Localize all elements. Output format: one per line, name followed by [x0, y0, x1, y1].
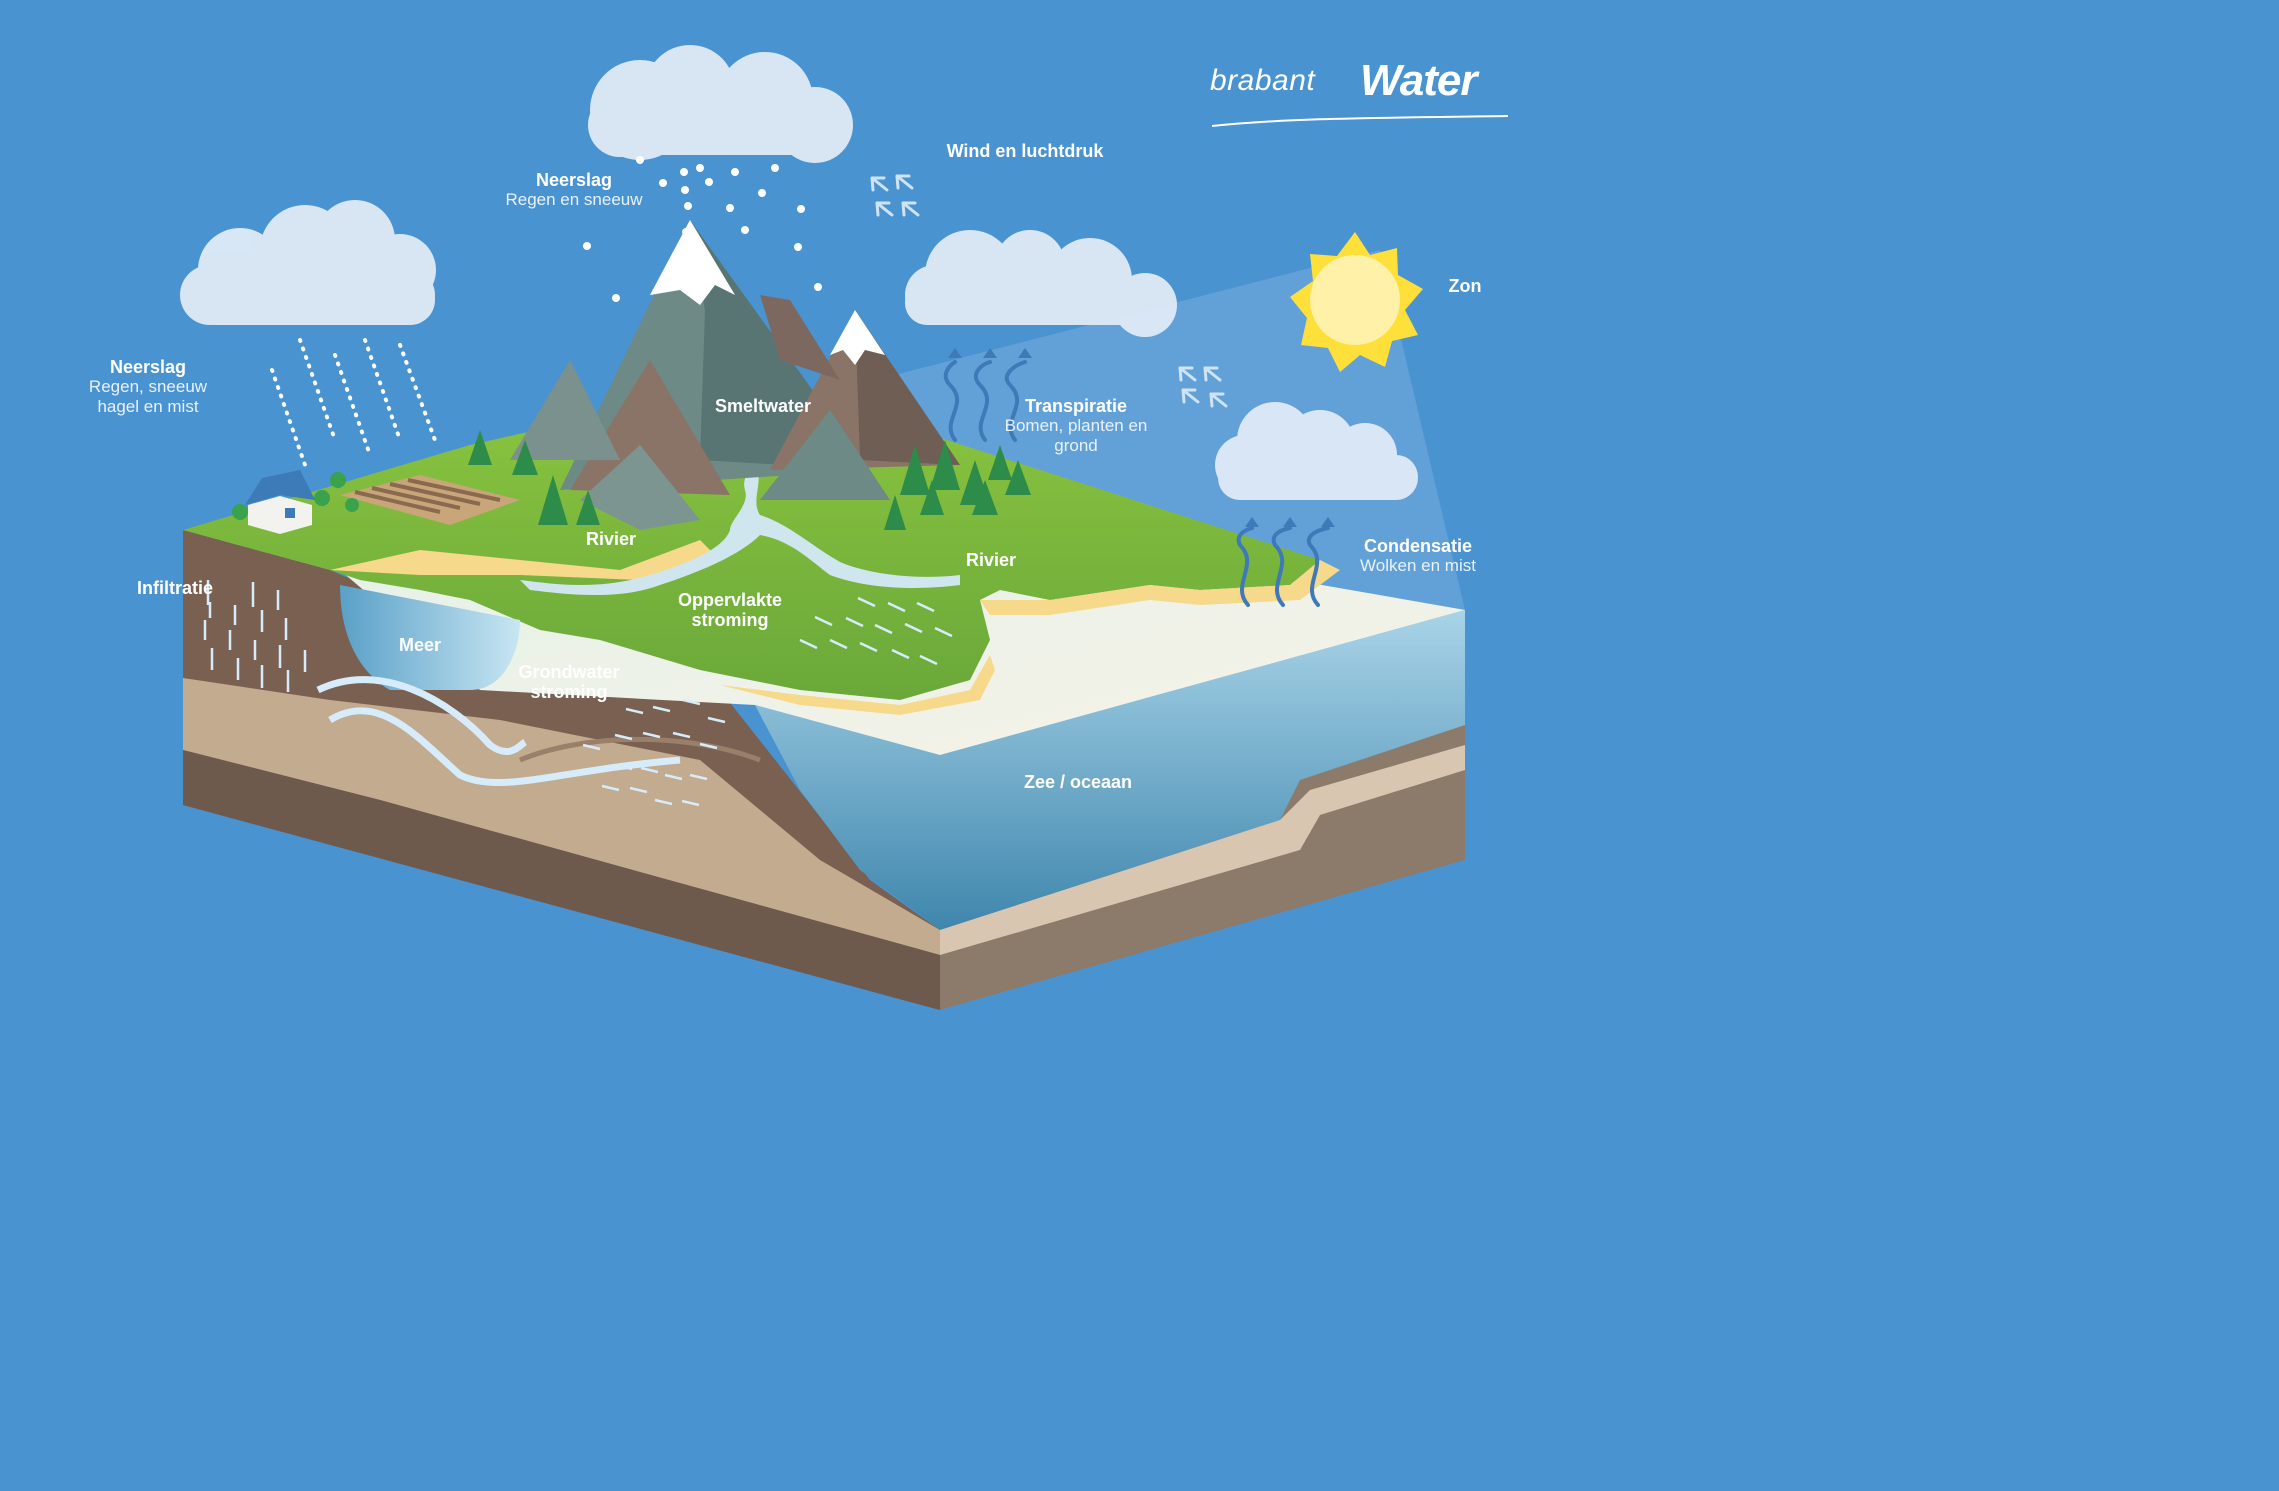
cloud-icon [180, 200, 436, 325]
logo-text-brabant: brabant [1210, 64, 1316, 97]
label-meer: Meer [398, 635, 442, 655]
river [520, 455, 960, 595]
rain-lines [270, 338, 437, 467]
sea-front-face [755, 610, 1465, 930]
label-wind: Wind en luchtdruk [946, 141, 1104, 161]
label-grondwater-stroming: Grondwater stroming [518, 662, 620, 702]
snow-dots [583, 156, 822, 302]
label-smeltwater: Smeltwater [714, 396, 812, 416]
logo-swoosh [1211, 115, 1509, 127]
flow-arrow-icon [203, 580, 307, 692]
brabant-water-logo: brabant Water [1210, 56, 1530, 136]
mountain-small [510, 360, 620, 460]
label-zee-oceaan: Zee / oceaan [1023, 772, 1133, 792]
logo-text-water: Water [1360, 56, 1477, 105]
mountain-mid [760, 410, 890, 500]
label-neerslag-left: Neerslag Regen, sneeuw hagel en mist [88, 357, 208, 416]
cloud-icon [905, 230, 1177, 337]
beach-sand-front [720, 655, 995, 715]
label-condensatie: Condensatie Wolken en mist [1360, 536, 1476, 575]
flow-arrow-icon [582, 596, 953, 807]
mountain-right-snowcap [830, 310, 885, 365]
scene-illustration [180, 45, 1465, 1010]
sun-icon [1290, 232, 1423, 372]
soil-dark-bottom [183, 750, 940, 1010]
label-neerslag-top: Neerslag Regen en sneeuw [505, 170, 643, 209]
soil-light-band [183, 678, 940, 955]
label-transpiratie: Transpiratie Bomen, planten en grond [1004, 396, 1148, 455]
cloud-icon [1215, 402, 1418, 500]
mountain-brown [570, 360, 730, 495]
evaporation-arrow-icon [943, 360, 1330, 607]
beach-sand-right [980, 560, 1340, 615]
water-cycle-diagram: brabant Water Neerslag Regen en sneeuw N… [0, 0, 1568, 1026]
label-rivier-right: Rivier [965, 550, 1017, 570]
label-oppervlakte-stroming: Oppervlakte stroming [677, 590, 783, 630]
groundwater-curve [316, 676, 528, 755]
wind-arrow-icon [870, 174, 1228, 408]
mountain-front [580, 445, 700, 530]
label-rivier-left: Rivier [585, 529, 637, 549]
cloud-icon [588, 45, 853, 163]
lake [340, 585, 520, 690]
mountain-snowcap [650, 220, 735, 305]
house-icon [245, 470, 315, 534]
label-zon: Zon [1448, 276, 1482, 296]
soil-right-light [940, 745, 1465, 955]
beach-sand [330, 540, 720, 580]
label-infiltratie: Infiltratie [136, 578, 213, 598]
tree-icon [468, 430, 1031, 530]
